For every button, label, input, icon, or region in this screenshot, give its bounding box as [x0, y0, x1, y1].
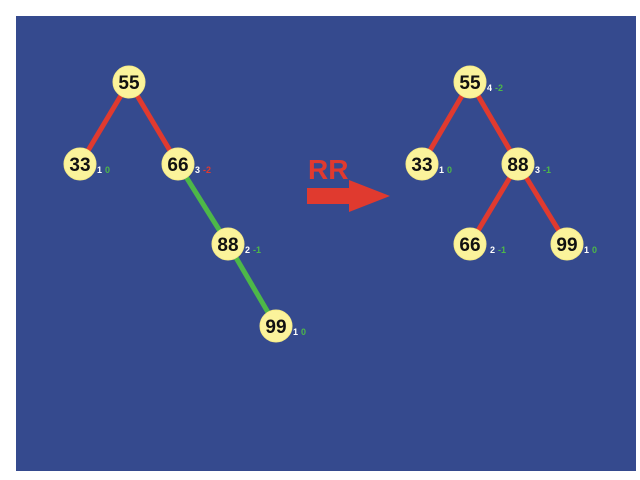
node-circle	[63, 147, 97, 181]
node-height: 4	[487, 83, 492, 93]
node-key: 99	[265, 317, 286, 338]
node-circle	[405, 147, 439, 181]
node-key: 66	[167, 155, 188, 176]
node-circle	[453, 227, 487, 261]
node-balance: 0	[301, 327, 306, 337]
rr-rotation-indicator: RR	[307, 154, 390, 212]
node-height: 1	[584, 245, 589, 255]
node-circle	[550, 227, 584, 261]
node-circle	[453, 65, 487, 99]
node-balance: -1	[498, 245, 506, 255]
node-balance: 0	[105, 165, 110, 175]
tree-node: 88 2 -1	[211, 227, 261, 261]
node-height: 1	[439, 165, 444, 175]
right-arrow-icon	[307, 180, 390, 212]
after-tree-edges	[419, 79, 570, 247]
before-tree-edges	[77, 79, 279, 329]
node-circle	[501, 147, 535, 181]
node-height: 2	[490, 245, 495, 255]
node-key: 33	[411, 155, 432, 176]
node-balance: -1	[253, 245, 261, 255]
tree-node: 99 1 0	[259, 309, 306, 343]
node-circle	[211, 227, 245, 261]
node-balance: 0	[592, 245, 597, 255]
tree-node: 66 3 -2	[161, 147, 211, 181]
node-circle	[259, 309, 293, 343]
node-key: 99	[556, 235, 577, 256]
node-balance: -2	[203, 165, 211, 175]
node-key: 66	[459, 235, 480, 256]
tree-node: 99 1 0	[550, 227, 597, 261]
tree-node: 55 4 -2	[453, 65, 503, 99]
node-height: 1	[97, 165, 102, 175]
tree-node: 55	[112, 65, 146, 99]
node-balance: -1	[543, 165, 551, 175]
node-balance: 0	[447, 165, 452, 175]
operation-label: RR	[308, 154, 348, 185]
node-key: 55	[118, 73, 140, 94]
node-key: 33	[69, 155, 90, 176]
tree-node: 66 2 -1	[453, 227, 506, 261]
after-tree-nodes: 55 4 -2 33 1 0 88 3 -1 66 2 -1	[405, 65, 597, 261]
node-height: 3	[195, 165, 200, 175]
node-key: 88	[507, 155, 528, 176]
node-height: 1	[293, 327, 298, 337]
node-circle	[161, 147, 195, 181]
tree-node: 88 3 -1	[501, 147, 551, 181]
node-key: 55	[459, 73, 481, 94]
node-height: 3	[535, 165, 540, 175]
node-height: 2	[245, 245, 250, 255]
avl-rotation-diagram: 55 33 1 0 66 3 -2 88 2 -1 99	[63, 65, 597, 343]
diagram-canvas: 55 33 1 0 66 3 -2 88 2 -1 99	[16, 16, 636, 471]
node-balance: -2	[495, 83, 503, 93]
node-key: 88	[217, 235, 238, 256]
node-circle	[112, 65, 146, 99]
tree-node: 33 1 0	[405, 147, 452, 181]
before-tree-nodes: 55 33 1 0 66 3 -2 88 2 -1 99	[63, 65, 306, 343]
tree-node: 33 1 0	[63, 147, 110, 181]
